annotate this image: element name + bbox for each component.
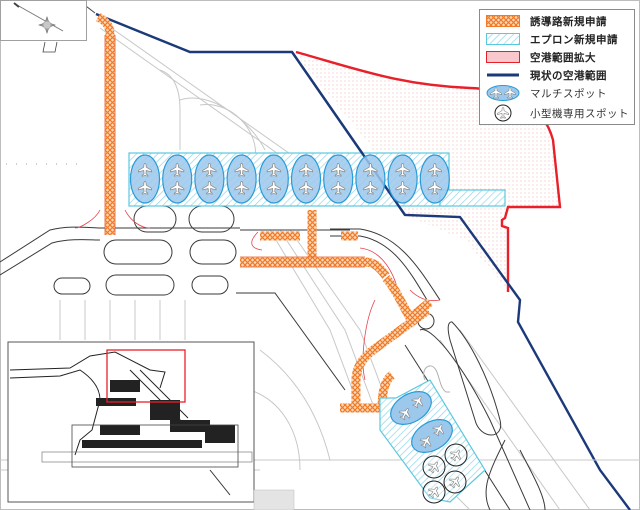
multi-spot[interactable] — [258, 154, 289, 204]
multi-spot-row — [129, 154, 450, 204]
compass-rose-icon — [13, 2, 64, 34]
multi-spot[interactable] — [387, 154, 418, 204]
multi-spot[interactable] — [226, 154, 257, 204]
inset-leader — [209, 469, 231, 496]
legend-item-current-boundary: 現状の空港範囲 — [480, 66, 634, 84]
crosshatch-orange-icon — [486, 15, 520, 27]
legend-label: エプロン新規申請 — [530, 33, 618, 46]
small-aircraft-spot[interactable] — [422, 455, 446, 479]
legend-item-airport-expansion: 空港範囲拡大 — [480, 48, 634, 66]
multi-spot[interactable] — [194, 154, 225, 204]
multi-spot-lower-group — [385, 385, 458, 459]
legend-item-small-spot: 小型機専用スポット — [480, 104, 634, 122]
legend-label: 現状の空港範囲 — [530, 69, 607, 82]
legend-item-apron-new: エプロン新規申請 — [480, 30, 634, 48]
new-taxiway-edges — [104, 35, 365, 268]
legend-label: マルチスポット — [530, 87, 607, 100]
legend-label: 小型機専用スポット — [530, 107, 629, 120]
multi-spot-icon — [486, 85, 520, 101]
multi-spot[interactable] — [385, 385, 437, 431]
multi-spot[interactable] — [323, 154, 354, 204]
small-aircraft-spot[interactable] — [422, 480, 446, 504]
multi-spot[interactable] — [162, 154, 193, 204]
multi-spot[interactable] — [406, 413, 458, 459]
structure-sketch — [423, 365, 450, 393]
small-aircraft-spots — [422, 443, 468, 504]
current-boundary-line — [95, 12, 631, 510]
legend-label: 空港範囲拡大 — [530, 51, 596, 64]
legend-label: 誘導路新規申請 — [530, 15, 607, 28]
inset-map — [7, 341, 255, 503]
small-aircraft-spot[interactable] — [443, 470, 467, 494]
compass-box — [0, 0, 87, 41]
diagonal-cyan-icon — [486, 33, 520, 45]
legend-item-multi-spot: マルチスポット — [480, 84, 634, 102]
small-spot-icon — [494, 104, 512, 122]
boundary-over-apron — [291, 51, 406, 216]
multi-spot[interactable] — [419, 154, 450, 204]
multi-spot[interactable] — [129, 154, 161, 204]
apron-row-extension — [439, 189, 506, 207]
dotted-red-icon — [486, 51, 520, 63]
multi-spot[interactable] — [355, 154, 386, 204]
building-outline — [42, 41, 58, 53]
line-navy-icon — [487, 73, 519, 77]
legend-item-taxiway-new: 誘導路新規申請 — [480, 12, 634, 30]
bottom-road-block — [253, 489, 295, 510]
inset-highlight-box — [106, 349, 186, 403]
multi-spot[interactable] — [290, 154, 322, 204]
legend: 誘導路新規申請 エプロン新規申請 空港範囲拡大 現状の空港範囲 マルチスポット … — [479, 9, 635, 125]
small-aircraft-spot[interactable] — [444, 443, 468, 467]
